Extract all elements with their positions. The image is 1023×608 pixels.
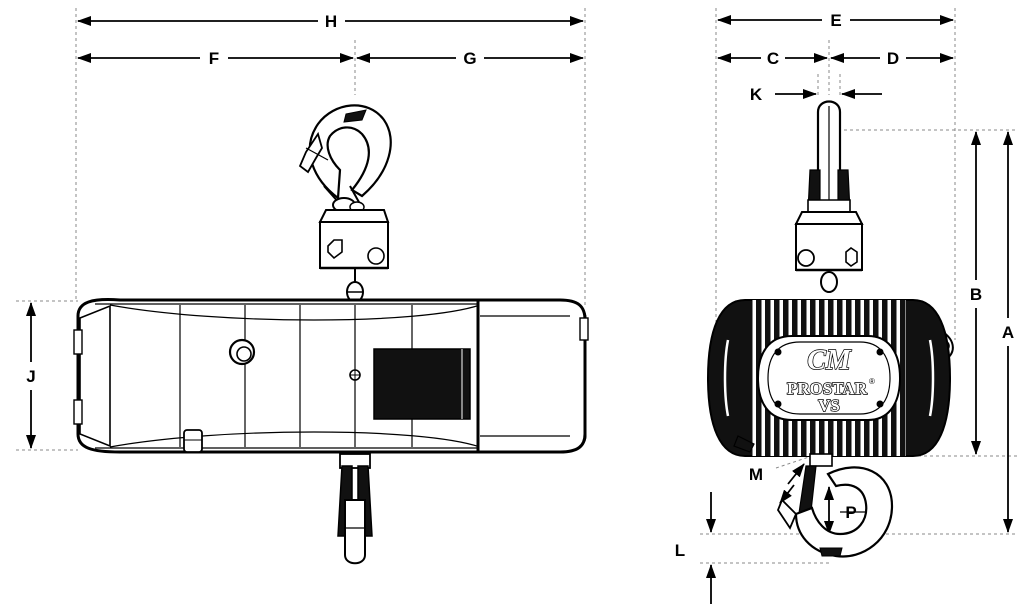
brand-product: PROSTAR <box>787 379 868 398</box>
label-P: P <box>845 503 856 522</box>
label-E: E <box>830 11 841 30</box>
dimension-L: L <box>675 492 716 604</box>
label-M: M <box>749 465 763 484</box>
dimension-M: M <box>749 463 805 504</box>
dimension-G: G <box>356 49 584 68</box>
label-H: H <box>325 12 337 31</box>
label-L: L <box>675 541 685 560</box>
top-hook <box>298 104 392 213</box>
brand-trademark: ® <box>869 377 875 386</box>
dimension-K: K <box>750 85 882 104</box>
side-swivel-block <box>794 211 864 293</box>
label-G: G <box>463 49 476 68</box>
brand-plate: CM PROSTAR ® VS <box>786 344 875 415</box>
label-F: F <box>209 49 219 68</box>
label-A: A <box>1002 323 1014 342</box>
label-J: J <box>26 367 35 386</box>
label-K: K <box>750 85 763 104</box>
dimension-D: D <box>830 49 954 68</box>
front-view <box>73 104 589 565</box>
side-view: CM PROSTAR ® VS <box>706 100 954 558</box>
dimension-B: B <box>970 131 982 455</box>
label-D: D <box>887 49 899 68</box>
dimension-E: E <box>717 11 954 30</box>
brand-logo: CM <box>807 345 852 376</box>
dimension-C: C <box>717 49 828 68</box>
side-hoist-body <box>706 299 952 457</box>
dimension-J: J <box>26 302 36 449</box>
hoist-body <box>73 298 589 454</box>
brand-model: VS <box>818 396 840 415</box>
label-B: B <box>970 285 982 304</box>
dimension-H: H <box>77 12 584 31</box>
dimension-A: A <box>1002 131 1014 533</box>
side-bottom-hook <box>733 435 894 558</box>
bottom-hook-block <box>337 453 373 565</box>
dimension-F: F <box>77 49 354 68</box>
chain-link <box>346 268 364 303</box>
label-C: C <box>767 49 779 68</box>
top-swivel-block <box>318 209 390 270</box>
side-top-hook <box>807 100 851 213</box>
